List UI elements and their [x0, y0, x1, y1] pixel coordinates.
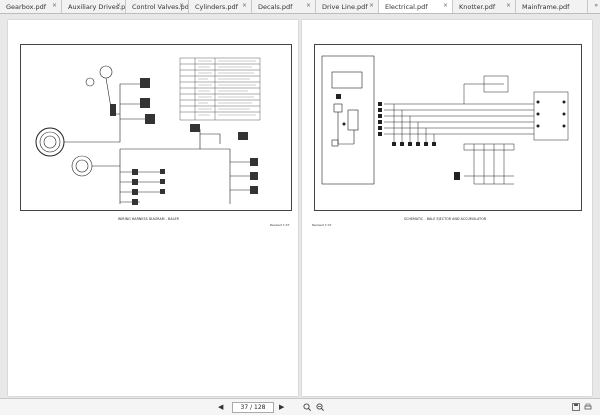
wiring-harness-diagram [35, 57, 261, 205]
tab-label: Auxiliary Drives.pdf [68, 2, 126, 11]
close-icon[interactable]: × [241, 2, 247, 9]
zoom-out-icon[interactable] [303, 403, 311, 411]
close-icon[interactable]: × [442, 2, 448, 9]
tab-label: Control Valves.pdf [132, 2, 189, 11]
tab-drive-line[interactable]: Drive Line.pdf× [316, 0, 379, 13]
tab-label: Mainframe.pdf [522, 2, 570, 11]
tab-knotter[interactable]: Knotter.pdf × [453, 0, 516, 13]
tab-decals[interactable]: Decals.pdf × [252, 0, 316, 13]
document-viewer[interactable]: WIRING HARNESS DIAGRAM - BALER Revised 7… [0, 14, 600, 398]
tab-label: Decals.pdf [258, 2, 293, 11]
tab-label: Gearbox.pdf [6, 2, 47, 11]
print-icon[interactable] [584, 403, 592, 411]
tab-label: Knotter.pdf [459, 2, 496, 11]
zoom-in-icon[interactable] [316, 403, 324, 411]
tab-mainframe[interactable]: Mainframe.pdf [516, 0, 588, 13]
ejector-schematic [321, 55, 569, 185]
pdf-page-right: SCHEMATIC - BALE EJECTOR AND ACCUMULATOR… [302, 20, 592, 396]
tab-bar: Gearbox.pdf× Auxiliary Drives.pdf× Contr… [0, 0, 600, 14]
tab-label: Drive Line.pdf [322, 2, 368, 11]
tab-electrical[interactable]: Electrical.pdf × [379, 0, 453, 13]
close-icon[interactable]: × [115, 2, 121, 9]
close-icon[interactable]: × [178, 2, 184, 9]
navigation-bar: ◀ 37 / 128 ▶ [0, 398, 600, 415]
page-indicator: 37 / 128 [240, 404, 266, 411]
tab-control-valves[interactable]: Control Valves.pdf× [126, 0, 189, 13]
save-icon[interactable] [572, 403, 580, 411]
diagram-caption: WIRING HARNESS DIAGRAM - BALER [118, 217, 179, 221]
diagram-frame [314, 44, 582, 211]
tab-label: Electrical.pdf [385, 2, 428, 11]
tab-gearbox[interactable]: Gearbox.pdf × [0, 0, 62, 13]
tab-cylinders[interactable]: Cylinders.pdf× [189, 0, 252, 13]
tab-label: Cylinders.pdf [195, 2, 238, 11]
close-icon[interactable]: × [51, 2, 57, 9]
previous-page-icon[interactable]: ◀ [218, 403, 224, 411]
close-icon[interactable]: × [368, 2, 374, 9]
pdf-page-left: WIRING HARNESS DIAGRAM - BALER Revised 7… [8, 20, 298, 396]
close-icon[interactable]: × [505, 2, 511, 9]
next-page-icon[interactable]: ▶ [279, 403, 285, 411]
close-icon[interactable]: × [305, 2, 311, 9]
tab-auxiliary-drives[interactable]: Auxiliary Drives.pdf× [62, 0, 126, 13]
diagram-caption: SCHEMATIC - BALE EJECTOR AND ACCUMULATOR [404, 217, 487, 221]
diagram-frame [20, 44, 292, 211]
page-footer: Revised 7-07 [270, 223, 290, 227]
page-footer: Revised 7-07 [312, 223, 332, 227]
tab-scroll-icon[interactable]: » [594, 2, 598, 9]
page-number-field[interactable]: 37 / 128 [232, 402, 274, 413]
